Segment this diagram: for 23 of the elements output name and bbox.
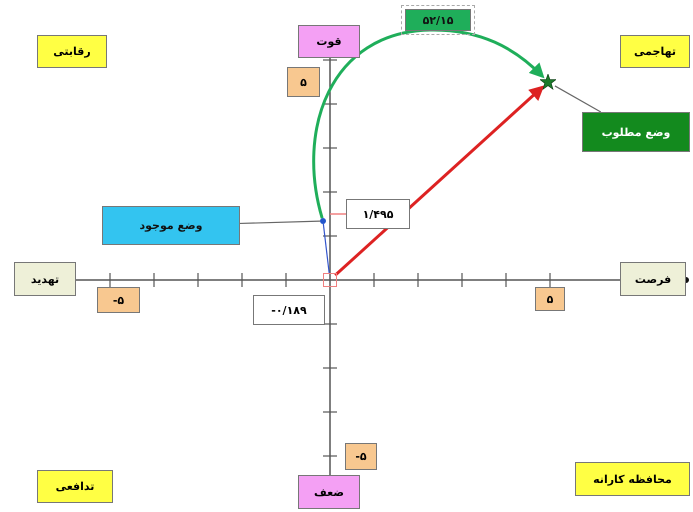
arrow	[334, 85, 544, 276]
value-label: ۱/۴۹۵	[346, 199, 410, 229]
axis-label: تهدید	[14, 262, 76, 296]
star-marker	[540, 74, 556, 90]
state-label-box: وضع موجود	[102, 206, 240, 245]
axis-label: ضعف	[298, 475, 360, 509]
leader-line	[240, 220, 320, 224]
scale-label: ۵	[535, 287, 565, 311]
quadrant-label: رقابتی	[37, 35, 107, 68]
quadrant-label: محافظه کارانه	[575, 462, 690, 496]
quadrant-label: تهاجمی	[620, 35, 690, 68]
leader-line	[554, 85, 602, 113]
scale-label: -۵	[345, 443, 377, 470]
scale-label: -۵	[97, 287, 140, 313]
origin-marker	[323, 273, 337, 287]
axis-label: قوت	[298, 25, 360, 58]
axis-label: فرصت	[620, 262, 686, 296]
point-marker	[320, 218, 326, 224]
curved-arrow	[312, 28, 545, 218]
value-label: -۰/۱۸۹	[253, 295, 325, 325]
state-label-box: وضع مطلوب	[582, 112, 690, 152]
quadrant-label: تدافعی	[37, 470, 113, 503]
scale-label: ۵	[287, 67, 320, 97]
